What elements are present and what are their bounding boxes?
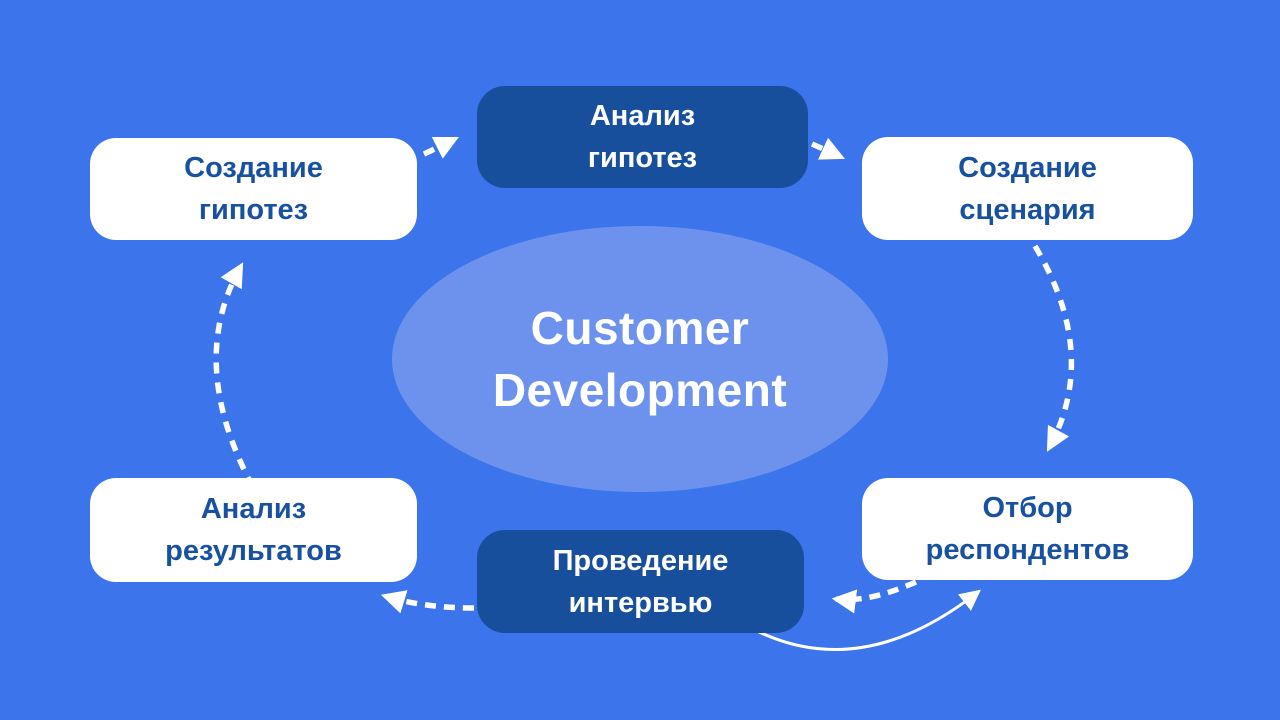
node-create-hypotheses: Создание гипотез <box>90 138 417 240</box>
node-label-line: Создание <box>184 152 323 184</box>
node-select-respondents: Отбор респондентов <box>862 478 1193 580</box>
node-analyze-hypotheses: Анализ гипотез <box>477 86 808 188</box>
center-ellipse: Customer Development <box>392 226 888 492</box>
node-label-line: результатов <box>165 535 342 567</box>
node-label-line: гипотез <box>587 142 698 174</box>
arrow-select-respondents-to-conduct-interview <box>831 579 918 614</box>
center-title-line2: Development <box>492 364 788 416</box>
node-label-line: респондентов <box>925 534 1130 566</box>
node-label-line: Анализ <box>589 100 696 132</box>
node-label-line: Проведение <box>552 544 729 577</box>
node-label-line: Отбор <box>982 492 1073 524</box>
arrow-analyze-hypotheses-to-create-scenario <box>810 137 845 160</box>
node-label-line: гипотез <box>198 194 309 226</box>
node-label-line: сценария <box>959 193 1096 226</box>
center-title: Customer Development <box>493 297 787 421</box>
arrow-create-hypotheses-to-analyze-hypotheses <box>422 136 459 159</box>
center-title-line1: Customer <box>530 302 750 354</box>
node-label-line: Анализ <box>200 493 307 525</box>
arrow-analyze-results-to-create-hypotheses <box>213 262 256 489</box>
node-create-scenario: Создание сценария <box>862 137 1193 240</box>
node-analyze-results: Анализ результатов <box>90 478 417 582</box>
arrow-create-scenario-to-select-respondents <box>1032 244 1075 452</box>
node-label-line: интервью <box>568 586 713 619</box>
node-label-line: Создание <box>958 151 1097 184</box>
node-conduct-interview: Проведение интервью <box>477 530 804 633</box>
arrow-conduct-interview-to-analyze-results <box>380 590 475 614</box>
